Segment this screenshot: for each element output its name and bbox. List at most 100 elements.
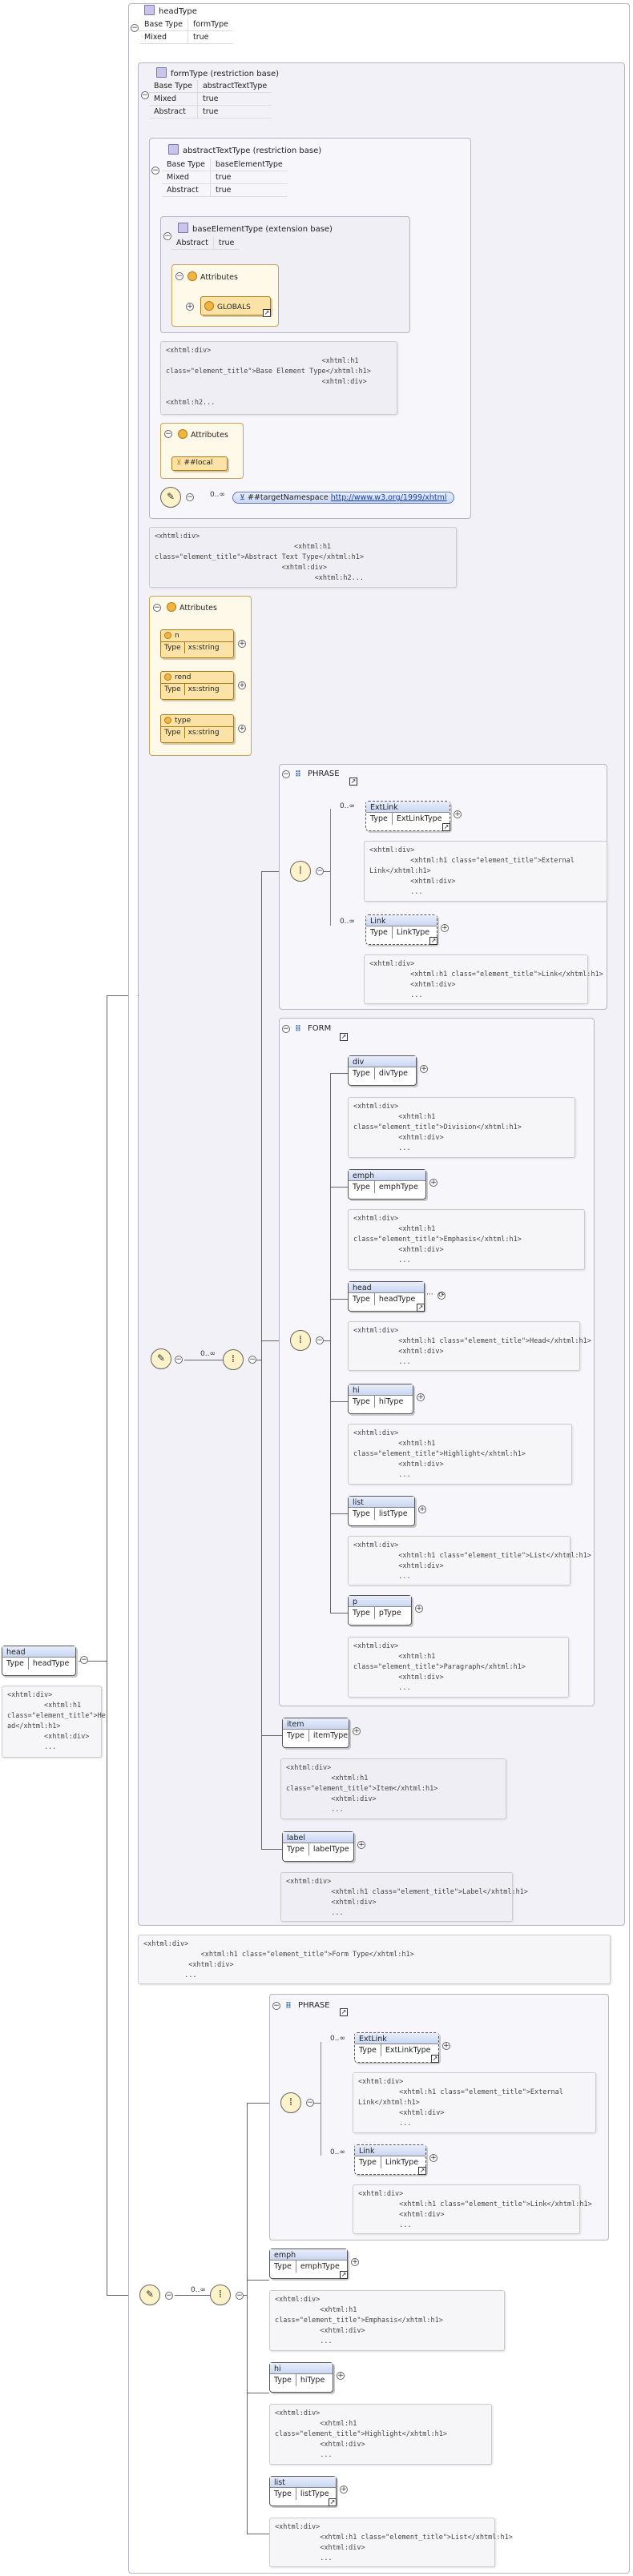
form-group-link-icon[interactable]: ↗: [340, 1033, 348, 1041]
expand-form-p[interactable]: +: [415, 1605, 423, 1613]
attribute-icon: [178, 429, 187, 439]
head-recursion-button[interactable]: ⟳: [437, 1292, 446, 1300]
connector-form-list: [330, 1513, 348, 1514]
collapse-content-choice-button[interactable]: −: [248, 1356, 256, 1364]
head-hi-documentation: <xhtml:div> <xhtml:h1 class="element_tit…: [269, 2404, 492, 2465]
local-any-attribute[interactable]: ⊻ ##local: [171, 456, 228, 471]
form-emph-documentation: <xhtml:div> <xhtml:h1 class="element_tit…: [348, 1209, 585, 1270]
collapse-local-attributes-button[interactable]: −: [164, 430, 172, 438]
connector-form-to-items: [324, 1340, 330, 1341]
emph-type-link-icon[interactable]: ↗: [340, 2271, 348, 2279]
abstractTextType-title: abstractTextType (restriction base): [168, 144, 321, 155]
collapse-attributes-button[interactable]: −: [153, 604, 161, 612]
expand-label[interactable]: +: [357, 1841, 365, 1849]
collapse-any-button[interactable]: −: [186, 493, 194, 501]
expand-phrase-extlink[interactable]: +: [454, 810, 462, 818]
expand-attribute-n[interactable]: +: [238, 640, 246, 648]
collapse-phrase-choice-button[interactable]: −: [316, 867, 324, 875]
expand-globals-button[interactable]: +: [186, 303, 194, 311]
namespace-link[interactable]: http://www.w3.org/1999/xhtml: [330, 493, 447, 502]
extlink2-type-link-icon[interactable]: ↗: [431, 2055, 439, 2063]
expand-phrase-link[interactable]: +: [441, 924, 449, 932]
phrase-group-link-icon[interactable]: ↗: [349, 778, 357, 786]
head-choice-icon[interactable]: ⁞: [210, 2285, 231, 2305]
collapse-formType-button[interactable]: −: [141, 91, 149, 99]
expand-phrase2-link[interactable]: +: [429, 2154, 437, 2162]
expand-form-hi[interactable]: +: [417, 1393, 425, 1401]
head-type-link-icon[interactable]: ↗: [417, 1304, 425, 1312]
link-type-link-icon[interactable]: ↗: [429, 937, 437, 945]
headType-title: headType: [144, 5, 197, 16]
globals-attribute-group[interactable]: GLOBALS: [200, 296, 271, 315]
phrase2-group-link-icon[interactable]: ↗: [340, 2008, 348, 2016]
extlink-type-link-icon[interactable]: ↗: [442, 823, 450, 831]
link2-type-link-icon[interactable]: ↗: [418, 2167, 426, 2175]
collapse-phrase2-choice-button[interactable]: −: [306, 2099, 314, 2107]
phrase2-choice-icon[interactable]: ⁞: [280, 2092, 301, 2113]
collapse-baseElementType-button[interactable]: −: [163, 232, 171, 240]
expand-item[interactable]: +: [353, 1727, 361, 1735]
collapse-form-choice-button[interactable]: −: [316, 1336, 324, 1344]
connector-phrase2-to-items: [314, 2103, 321, 2104]
content-choice-occurrence: 0..∞: [200, 1350, 216, 1358]
expand-attribute-type[interactable]: +: [238, 725, 246, 733]
collapse-phrase-group-button[interactable]: −: [282, 770, 290, 778]
expand-attribute-rend[interactable]: +: [238, 681, 246, 689]
globals-link-icon[interactable]: ↗: [263, 309, 271, 317]
connector-root: [79, 1661, 107, 1662]
connector-form-div: [330, 1073, 348, 1074]
form-p-documentation: <xhtml:div> <xhtml:h1 class="element_tit…: [348, 1637, 569, 1698]
expand-head-emph[interactable]: +: [351, 2258, 359, 2266]
namespace-wildcard[interactable]: ⊻ ##targetNamespace http://www.w3.org/19…: [232, 492, 454, 504]
expand-phrase2-extlink[interactable]: +: [442, 2042, 450, 2050]
collapse-globals-attributes-button[interactable]: −: [175, 272, 183, 280]
expand-head-list[interactable]: +: [340, 2486, 348, 2494]
form-choice-icon[interactable]: ⁞: [290, 1330, 311, 1351]
collapse-phrase2-group-button[interactable]: −: [272, 2002, 280, 2010]
collapse-headType-button[interactable]: −: [131, 24, 139, 32]
expand-form-list[interactable]: +: [418, 1505, 426, 1513]
connector-form-hi: [330, 1401, 348, 1402]
content-choice-icon[interactable]: ⁞: [223, 1349, 244, 1370]
expand-form-emph[interactable]: +: [429, 1179, 437, 1187]
any-element-icon[interactable]: ✎: [160, 487, 181, 508]
connector-phrase: [261, 871, 285, 872]
expand-head-hi[interactable]: +: [337, 2372, 345, 2380]
collapse-head-any-button[interactable]: −: [165, 2292, 173, 2300]
collapse-root-button[interactable]: −: [80, 1656, 88, 1664]
expand-form-div[interactable]: +: [420, 1065, 428, 1073]
head-recursion-link[interactable]: ···: [426, 1291, 433, 1299]
collapse-content-any-button[interactable]: −: [175, 1356, 183, 1364]
collapse-form-group-button[interactable]: −: [282, 1025, 290, 1033]
phrase-choice-icon[interactable]: ⁞: [290, 861, 311, 882]
collapse-abstractTextType-button[interactable]: −: [151, 167, 159, 175]
collapse-head-choice-button[interactable]: −: [236, 2292, 244, 2300]
item-documentation: <xhtml:div> <xhtml:h1 class="element_tit…: [280, 1758, 506, 1819]
list-type-link-icon[interactable]: ↗: [329, 2498, 337, 2506]
head-any-icon[interactable]: ✎: [139, 2285, 160, 2305]
phrase2-link-documentation: <xhtml:div> <xhtml:h1 class="element_tit…: [353, 2184, 592, 2234]
connector-form: [261, 1340, 285, 1341]
content-any-icon[interactable]: ✎: [151, 1348, 171, 1369]
abstractTextType-documentation: <xhtml:div> <xhtml:h1 class="element_tit…: [149, 527, 457, 588]
